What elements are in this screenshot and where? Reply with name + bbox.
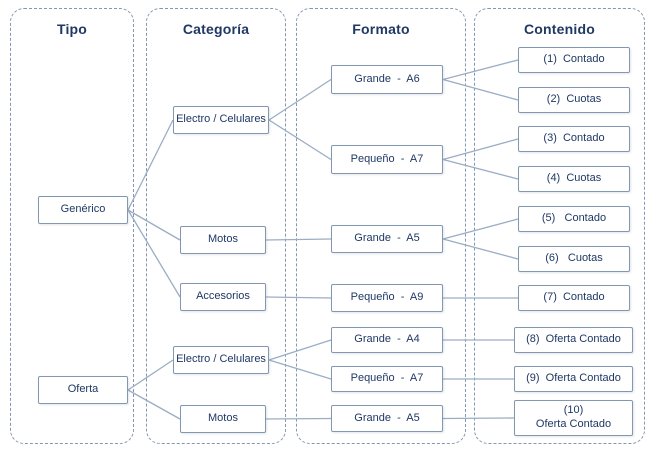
column-header-formato: Formato (352, 21, 410, 37)
node-accesorios: Accesorios (180, 283, 266, 311)
column-header-categoria: Categoría (182, 21, 250, 37)
node-contenido-2-cuotas: (2) Cuotas (518, 87, 630, 113)
node-pequeno-a9: Pequeño - A9 (331, 284, 443, 312)
node-grande-a4: Grande - A4 (331, 327, 443, 353)
node-contenido-4-cuotas: (4) Cuotas (518, 166, 630, 192)
column-header-contenido: Contenido (523, 21, 595, 37)
node-grande-a6: Grande - A6 (331, 65, 443, 94)
column-tipo: Tipo (10, 8, 134, 444)
node-contenido-1-contado: (1) Contado (518, 47, 630, 73)
node-motos-2: Motos (180, 405, 266, 433)
node-pequeno-a7: Pequeño - A7 (331, 145, 443, 174)
node-pequeno-a7-oferta: Pequeño - A7 (331, 366, 443, 392)
node-contenido-9-oferta-contado: (9) Oferta Contado (514, 366, 633, 392)
node-motos-1: Motos (180, 226, 266, 254)
node-oferta: Oferta (38, 376, 128, 404)
column-header-tipo: Tipo (56, 21, 88, 37)
node-contenido-10-oferta-contado: (10) Oferta Contado (514, 400, 633, 436)
node-grande-a5-oferta: Grande - A5 (331, 405, 443, 432)
node-contenido-7-contado: (7) Contado (518, 285, 630, 311)
node-generico: Genérico (38, 196, 128, 224)
node-grande-a5: Grande - A5 (331, 225, 443, 253)
node-electro-celulares-2: Electro / Celulares (173, 346, 269, 374)
node-contenido-8-oferta-contado: (8) Oferta Contado (514, 327, 633, 353)
node-electro-celulares-1: Electro / Celulares (173, 106, 269, 134)
node-contenido-5-contado: (5) Contado (518, 206, 630, 232)
node-contenido-6-cuotas: (6) Cuotas (518, 246, 630, 272)
node-contenido-3-contado: (3) Contado (518, 126, 630, 152)
